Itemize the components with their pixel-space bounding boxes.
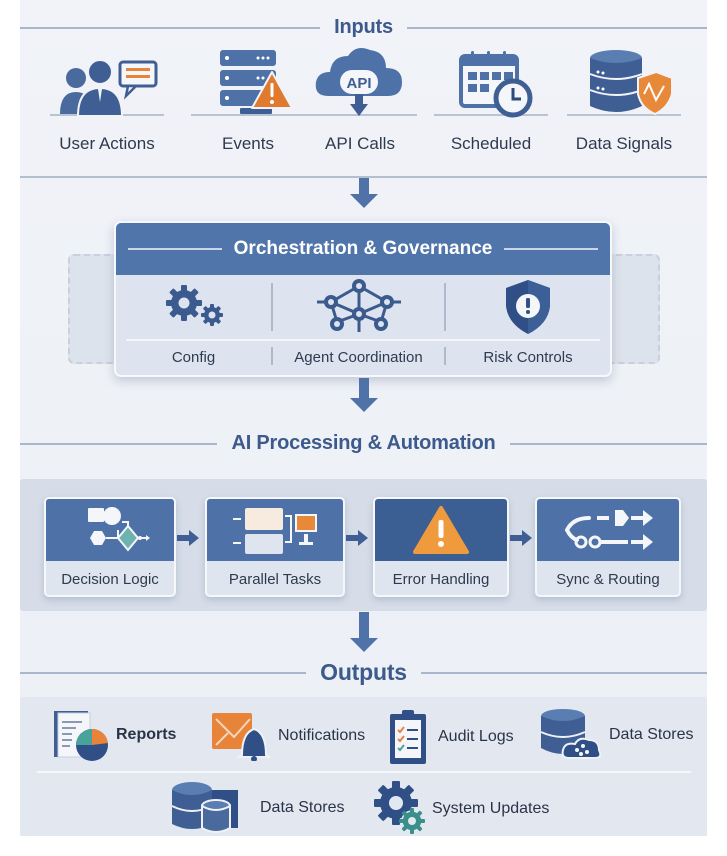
input-events: Events xyxy=(183,50,313,154)
header-line xyxy=(128,248,222,250)
orchestration-title: Orchestration & Governance xyxy=(233,238,493,259)
orchestration-label: Config xyxy=(171,349,216,366)
orchestration-label: Risk Controls xyxy=(483,349,573,366)
orchestration-panel: Orchestration & Governance xyxy=(114,221,612,377)
calendar-clock-icon xyxy=(426,51,556,118)
header-line xyxy=(20,671,307,674)
header-line xyxy=(509,442,707,445)
ai-step-sync-routing: Sync & Routing xyxy=(535,497,681,597)
ai-title: AI Processing & Automation xyxy=(231,432,496,454)
ai-step-decision-logic: Decision Logic xyxy=(44,497,176,597)
flow-arrow xyxy=(350,178,378,208)
output-data-stores: Data Stores xyxy=(537,708,693,762)
header-line xyxy=(420,671,707,674)
header-line xyxy=(20,442,218,445)
step-arrow xyxy=(346,530,370,546)
inputs-title: Inputs xyxy=(334,16,393,38)
clipboard-checklist-icon xyxy=(390,710,426,764)
column-divider xyxy=(444,283,446,331)
orchestration-body: Config xyxy=(116,275,610,375)
databases-icon xyxy=(171,782,238,833)
input-label: Data Signals xyxy=(575,134,673,153)
output-notifications: Notifications xyxy=(210,711,365,761)
ai-step-label: Error Handling xyxy=(392,570,490,588)
ai-step-parallel-tasks: Parallel Tasks xyxy=(205,497,345,597)
server-alert-icon xyxy=(183,50,313,118)
ai-step-label: Sync & Routing xyxy=(556,570,660,588)
step-arrow xyxy=(510,530,534,546)
icon-baseline xyxy=(567,114,681,116)
input-api-calls: API API Calls xyxy=(295,48,425,154)
output-data-stores-2: Data Stores xyxy=(170,780,344,836)
mail-bell-icon xyxy=(212,713,271,761)
input-data-signals: Data Signals xyxy=(559,50,689,154)
input-label: Events xyxy=(222,134,274,153)
header-line xyxy=(504,248,599,250)
orchestration-item-agent-coordination: Agent Coordination xyxy=(273,275,444,375)
flow-arrow xyxy=(350,378,378,412)
input-label: Scheduled xyxy=(450,134,532,153)
flow-arrow xyxy=(350,612,378,652)
report-chart-icon xyxy=(54,711,108,761)
icon-baseline xyxy=(434,114,548,116)
diagram-canvas xyxy=(20,0,707,836)
output-label: Notifications xyxy=(278,727,366,744)
ai-step-label: Decision Logic xyxy=(61,570,159,588)
column-divider xyxy=(271,347,273,365)
outputs-band xyxy=(20,697,707,836)
output-label: System Updates xyxy=(432,800,550,817)
gears-icon xyxy=(116,275,271,337)
orchestration-divider xyxy=(126,339,600,341)
gear-update-icon xyxy=(374,781,425,834)
column-divider xyxy=(271,283,273,331)
database-cloud-icon xyxy=(540,709,602,759)
input-user-actions: User Actions xyxy=(42,52,172,154)
inputs-row: User Actions Events xyxy=(20,48,707,162)
inputs-section-header: Inputs xyxy=(20,16,708,39)
database-shield-icon xyxy=(559,50,689,118)
input-label: API Calls xyxy=(325,134,395,153)
api-icon-text: API xyxy=(346,75,371,92)
warning-icon xyxy=(413,506,469,554)
orchestration-header: Orchestration & Governance xyxy=(116,223,610,275)
output-reports: Reports xyxy=(52,707,176,763)
output-label: Data Stores xyxy=(609,726,694,743)
output-audit-logs: Audit Logs xyxy=(386,708,514,766)
orchestration-item-risk-controls: Risk Controls xyxy=(446,275,610,375)
output-label: Data Stores xyxy=(260,799,345,816)
parallel-tasks-icon xyxy=(233,508,317,554)
outputs-title: Outputs xyxy=(320,659,407,685)
outputs-divider xyxy=(37,771,691,773)
header-line xyxy=(20,26,321,29)
output-label: Audit Logs xyxy=(438,728,514,745)
network-nodes-icon xyxy=(273,275,444,337)
shield-alert-icon xyxy=(446,275,610,337)
header-line xyxy=(406,26,708,29)
ai-step-label: Parallel Tasks xyxy=(228,570,322,588)
icon-baseline xyxy=(191,114,305,116)
routing-icon xyxy=(564,510,653,550)
orchestration-item-config: Config xyxy=(116,275,271,375)
ai-step-error-handling: Error Handling xyxy=(373,497,509,597)
output-system-updates: System Updates xyxy=(372,781,549,837)
outputs-section-header: Outputs xyxy=(20,659,707,686)
step-arrow xyxy=(177,530,201,546)
column-divider xyxy=(444,347,446,365)
flowchart-icon xyxy=(88,507,150,552)
ai-section-header: AI Processing & Automation xyxy=(20,432,707,455)
api-cloud-icon: API xyxy=(295,48,425,118)
input-scheduled: Scheduled xyxy=(426,51,556,154)
users-chat-icon xyxy=(42,52,172,118)
orchestration-label: Agent Coordination xyxy=(294,349,423,366)
section-divider xyxy=(20,176,707,178)
input-label: User Actions xyxy=(59,134,155,153)
output-label: Reports xyxy=(116,726,177,743)
icon-baseline xyxy=(303,114,417,116)
